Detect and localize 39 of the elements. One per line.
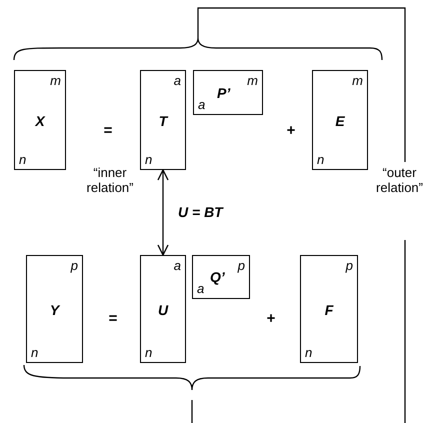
matrix-symbol: X xyxy=(34,114,46,128)
dimension-label: p xyxy=(346,259,353,272)
dimension-label: n xyxy=(19,153,26,166)
matrix-box xyxy=(312,70,368,170)
matrix-symbol: F xyxy=(324,303,334,317)
dimension-label: n xyxy=(145,346,152,359)
matrix-box xyxy=(140,70,186,170)
matrix-box xyxy=(14,70,66,170)
matrix-box xyxy=(140,255,186,363)
dimension-label: n xyxy=(317,153,324,166)
double-arrow xyxy=(157,169,169,256)
loading-matrix-box xyxy=(192,255,250,299)
dimension-label: m xyxy=(247,74,258,87)
matrix-symbol: Y xyxy=(48,303,61,317)
annotation-text: “outer relation” xyxy=(375,166,424,196)
equals-sign: = xyxy=(102,122,114,140)
matrix-symbol: Q’ xyxy=(210,270,225,284)
matrix-box xyxy=(26,255,83,363)
dimension-label: n xyxy=(305,346,312,359)
dimension-label: m xyxy=(352,74,363,87)
plus-sign: + xyxy=(266,310,276,328)
dimension-label: a xyxy=(174,259,181,272)
matrix-symbol: E xyxy=(334,114,346,128)
equals-sign: = xyxy=(108,310,118,328)
dimension-label: n xyxy=(31,346,38,359)
dimension-label: a xyxy=(197,282,204,295)
dimension-label: a xyxy=(198,98,206,111)
dimension-label: p xyxy=(70,259,78,272)
plus-sign: + xyxy=(286,122,296,140)
annotation-text: “inner relation” xyxy=(86,166,134,196)
matrix-symbol: U xyxy=(156,303,170,317)
matrix-symbol: T xyxy=(158,114,170,128)
dimension-label: m xyxy=(50,74,61,87)
matrix-box xyxy=(300,255,358,363)
loading-matrix-box xyxy=(193,70,263,115)
matrix-symbol: P’ xyxy=(217,86,230,100)
dimension-label: n xyxy=(145,153,152,166)
dimension-label: a xyxy=(174,74,181,87)
dimension-label: p xyxy=(238,259,245,272)
